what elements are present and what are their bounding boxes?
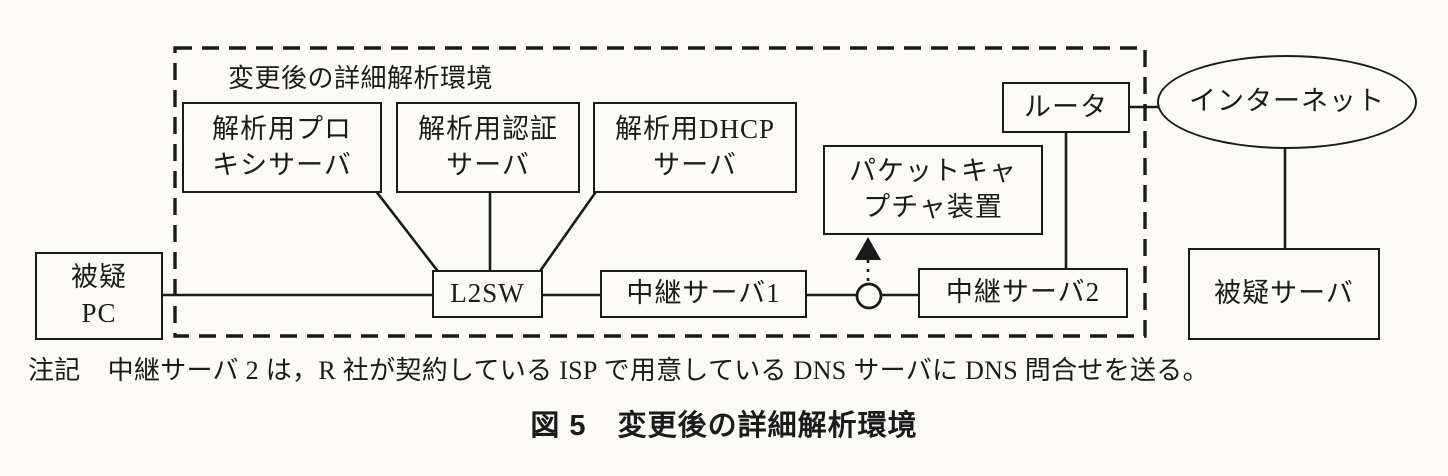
- node-label: 解析用DHCP: [614, 113, 776, 144]
- analysis-environment-dashed-boundary: [173, 46, 1147, 338]
- node-label: 被疑: [71, 262, 127, 293]
- figure-number: 図 5: [530, 410, 587, 442]
- node-label: L2SW: [450, 278, 525, 309]
- node-analysis-proxy-server: 解析用プロ キシサーバ: [182, 102, 382, 193]
- node-label: サーバ: [446, 149, 530, 180]
- node-suspect-server: 被疑サーバ: [1188, 248, 1380, 340]
- dhcp-to-l2sw-line: [536, 185, 602, 275]
- figure-caption: 図 5 変更後の詳細解析環境: [0, 402, 1448, 444]
- note-label: 注記: [28, 356, 81, 385]
- node-analysis-auth-server: 解析用認証 サーバ: [396, 102, 580, 193]
- node-relay-server-1: 中継サーバ1: [600, 270, 807, 318]
- figure-note: 注記 中継サーバ 2 は，R 社が契約している ISP で用意している DNS …: [28, 350, 1209, 387]
- node-label: パケットキャ: [849, 156, 1017, 187]
- node-label: インターネット: [1189, 86, 1385, 117]
- figure-title: 変更後の詳細解析環境: [617, 410, 918, 442]
- node-l2sw: L2SW: [432, 270, 543, 318]
- proxy-to-l2sw-line: [370, 185, 442, 275]
- analysis-environment-label: 変更後の詳細解析環境: [228, 64, 494, 93]
- node-label: 解析用プロ: [212, 113, 352, 144]
- node-label: 被疑サーバ: [1214, 278, 1354, 309]
- node-label: サーバ: [653, 149, 737, 180]
- node-label: 解析用認証: [418, 113, 558, 144]
- note-text: 中継サーバ 2 は，R 社が契約している ISP で用意している DNS サーバ…: [107, 356, 1209, 385]
- node-analysis-dhcp-server: 解析用DHCP サーバ: [593, 102, 797, 193]
- node-label: 中継サーバ2: [945, 277, 1101, 308]
- node-label: PC: [81, 298, 117, 328]
- node-label: ルータ: [1024, 91, 1108, 122]
- node-label: 中継サーバ1: [626, 278, 781, 309]
- capture-arrowhead-icon: [855, 237, 881, 260]
- node-router: ルータ: [1002, 82, 1130, 133]
- node-label: キシサーバ: [212, 149, 352, 180]
- node-suspect-pc: 被疑 PC: [35, 252, 163, 340]
- network-tap-circle: [855, 282, 883, 310]
- node-relay-server-2: 中継サーバ2: [918, 268, 1128, 318]
- node-packet-capture-device: パケットキャ プチャ装置: [823, 145, 1043, 235]
- node-internet-cloud: インターネット: [1157, 55, 1417, 149]
- node-label: プチャ装置: [863, 192, 1003, 222]
